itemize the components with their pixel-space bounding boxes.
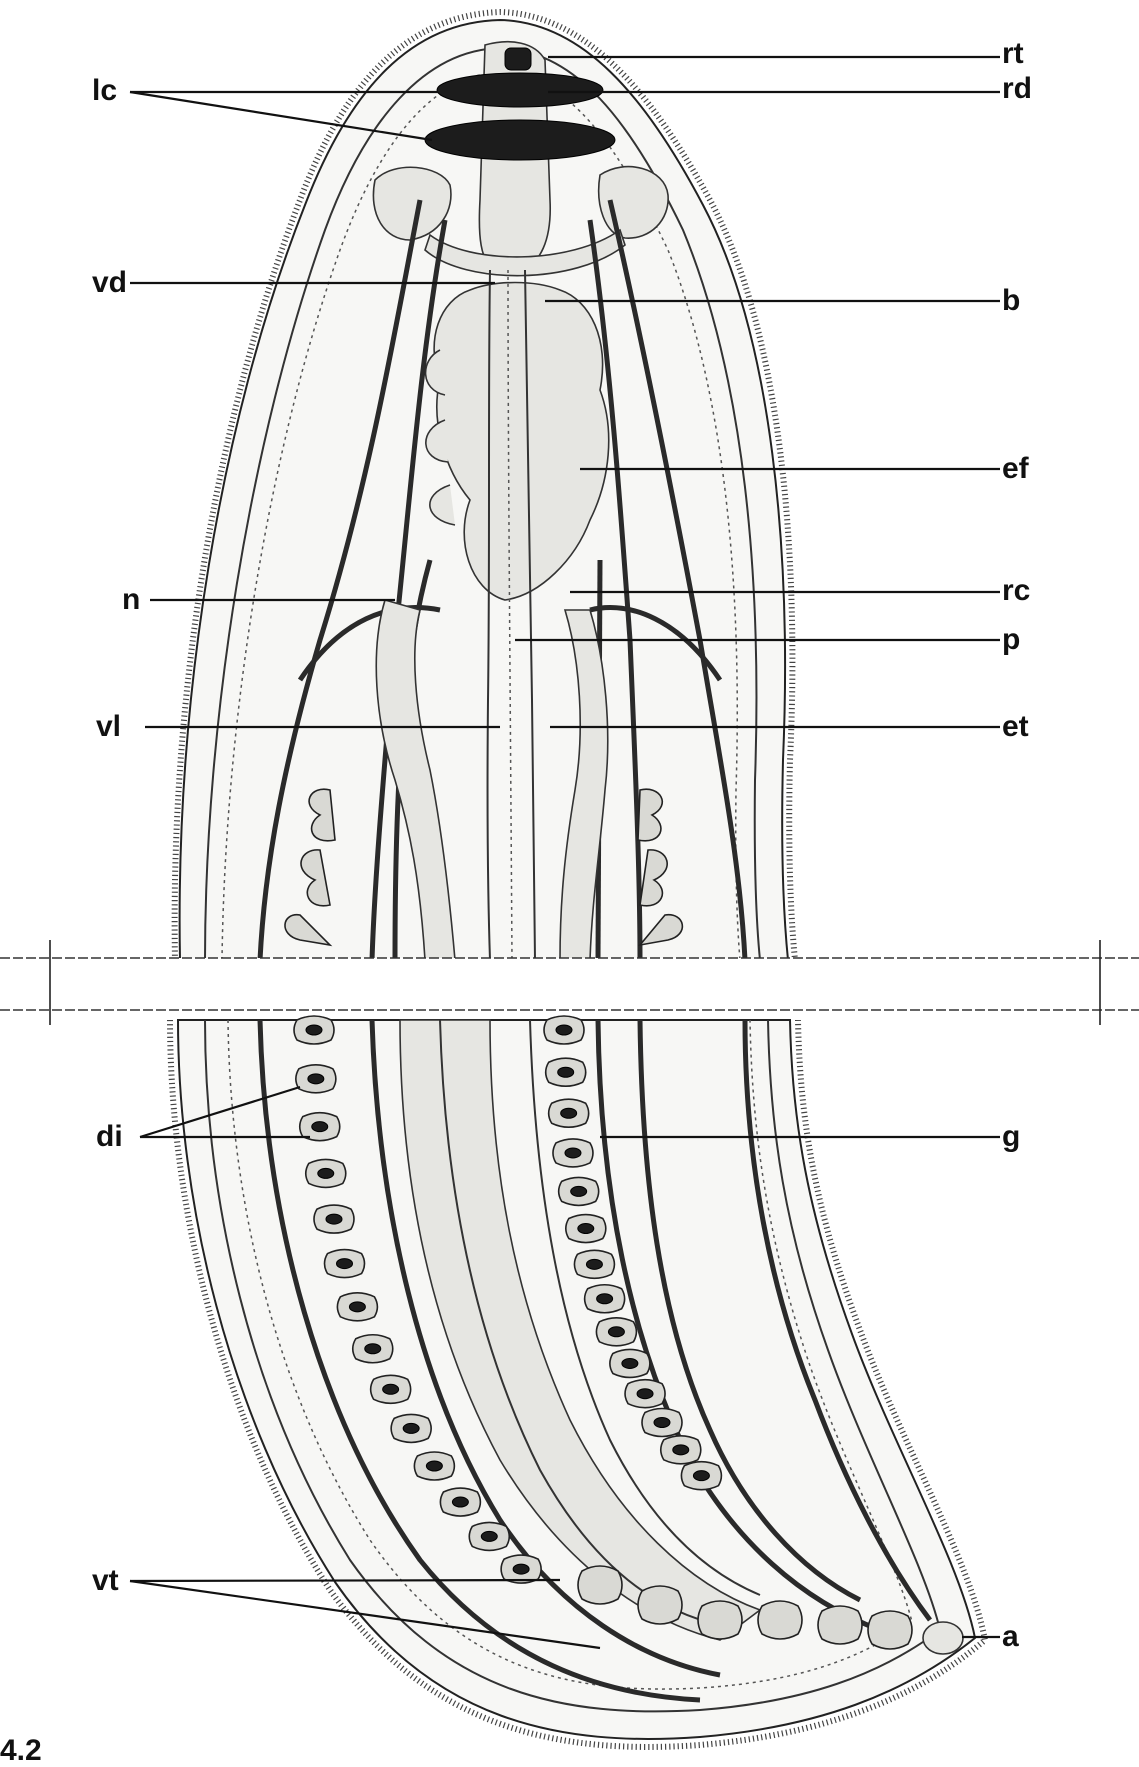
diverticulum-lumen (654, 1417, 670, 1427)
label-et: et (1002, 710, 1029, 743)
tail-diverticulum (868, 1611, 912, 1649)
label-b: b (1002, 284, 1020, 317)
diverticulum-lumen (349, 1302, 365, 1312)
label-p: p (1002, 623, 1020, 656)
diverticulum-lumen (561, 1108, 577, 1118)
diverticulum-lumen (452, 1497, 468, 1507)
diverticulum-lumen (337, 1259, 353, 1269)
label-ef: ef (1002, 452, 1030, 485)
label-di: di (96, 1120, 123, 1153)
label-g: g (1002, 1120, 1020, 1153)
diverticulum-lumen (558, 1067, 574, 1077)
label-vd: vd (92, 266, 127, 299)
posterior-body (170, 1016, 985, 1747)
diverticulum-lumen (673, 1445, 689, 1455)
diverticulum-lumen (426, 1461, 442, 1471)
diverticulum-lumen (306, 1025, 322, 1035)
label-vt: vt (92, 1564, 119, 1597)
diverticulum-lumen (608, 1327, 624, 1337)
label-a: a (1002, 1620, 1019, 1653)
diverticulum-lumen (318, 1168, 334, 1178)
diverticulum-lumen (403, 1423, 419, 1433)
cerebral-commissure-dorsal (437, 73, 603, 107)
diverticulum-lumen (578, 1224, 594, 1234)
anterior-body (175, 12, 795, 960)
figure-number: 4.2 (0, 1734, 42, 1767)
anus-a (923, 1622, 963, 1654)
diverticulum-lumen (556, 1025, 572, 1035)
diverticulum-lumen (565, 1148, 581, 1158)
diverticulum-lumen (312, 1122, 328, 1132)
label-vl: vl (96, 710, 121, 743)
rhynchodaeum-tip (505, 48, 531, 70)
tail-diverticulum (758, 1601, 802, 1639)
diverticulum-lumen (693, 1471, 709, 1481)
diverticulum-lumen (597, 1294, 613, 1304)
diverticulum-lumen (326, 1214, 342, 1224)
diverticulum-lumen (513, 1564, 529, 1574)
tail-diverticulum (818, 1606, 862, 1644)
tail-diverticulum (698, 1601, 742, 1639)
tail-diverticulum (578, 1566, 622, 1604)
label-lc: lc (92, 74, 117, 107)
diverticulum-lumen (586, 1259, 602, 1269)
diverticulum-lumen (481, 1531, 497, 1541)
diverticulum-lumen (622, 1358, 638, 1368)
label-rd: rd (1002, 72, 1032, 105)
cerebral-commissure-ventral (425, 120, 615, 160)
diverticulum-lumen (308, 1074, 324, 1084)
diverticulum-lumen (637, 1389, 653, 1399)
diverticulum-lumen (383, 1384, 399, 1394)
diverticulum-lumen (571, 1186, 587, 1196)
label-n: n (122, 583, 140, 616)
label-rt: rt (1002, 37, 1024, 70)
leader-vt-1 (130, 1580, 560, 1581)
diverticulum-lumen (365, 1344, 381, 1354)
label-rc: rc (1002, 574, 1030, 607)
tail-diverticulum (638, 1586, 682, 1624)
